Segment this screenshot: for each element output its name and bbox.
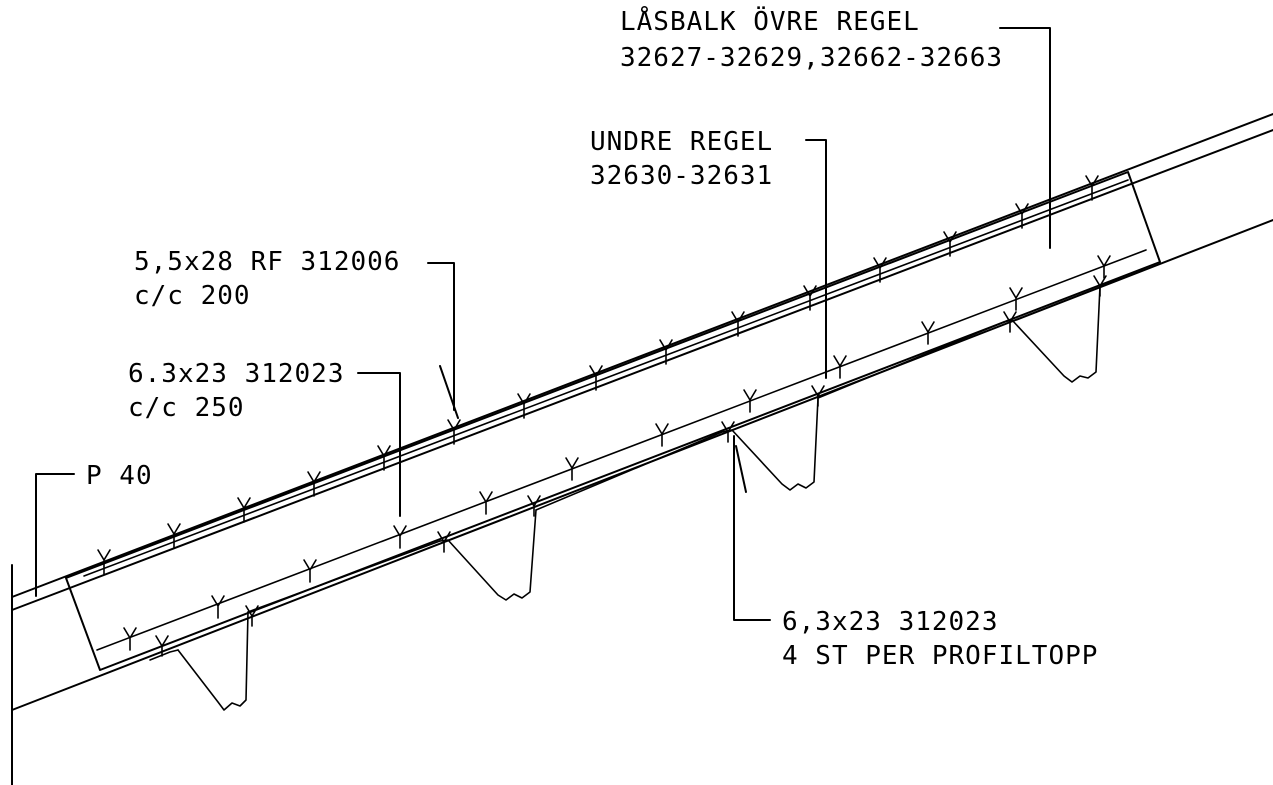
undre-regel-title-label: UNDRE REGEL	[590, 127, 773, 157]
profile-screw-spec-label: 6,3x23 312023	[782, 607, 999, 637]
leader-profile-screws	[733, 435, 771, 621]
screw-63-spec-label: 6.3x23 312023	[128, 359, 345, 389]
screws-lower-row	[123, 255, 1111, 651]
leader-screw-rf	[427, 262, 455, 411]
locking-beam	[65, 171, 1161, 671]
leader-profile-screws-tick	[735, 445, 747, 493]
screw-rf-spec-label: 5,5x28 RF 312006	[134, 247, 400, 277]
leader-profile	[35, 473, 75, 597]
profile-screw-count-label: 4 ST PER PROFILTOPP	[782, 641, 1098, 671]
profile-label: P 40	[86, 461, 153, 491]
leader-screw-rf-tick	[439, 365, 459, 419]
roof-upper-edge	[11, 113, 1273, 611]
undre-regel-numbers-label: 32630-32631	[590, 161, 773, 191]
screw-63-spacing-label: c/c 250	[128, 393, 245, 423]
screws-upper-row	[97, 175, 1099, 575]
leader-lasbalk	[999, 27, 1051, 249]
screw-rf-spacing-label: c/c 200	[134, 281, 251, 311]
lasbalk-title-label: LÅSBALK ÖVRE REGEL	[620, 5, 920, 37]
leader-screw-63	[357, 372, 401, 517]
screws-profile-tops	[155, 275, 1107, 657]
lasbalk-numbers-label: 32627-32629,32662-32663	[620, 43, 1003, 73]
steel-profile	[149, 277, 1121, 711]
leader-undre-regel	[805, 139, 827, 379]
